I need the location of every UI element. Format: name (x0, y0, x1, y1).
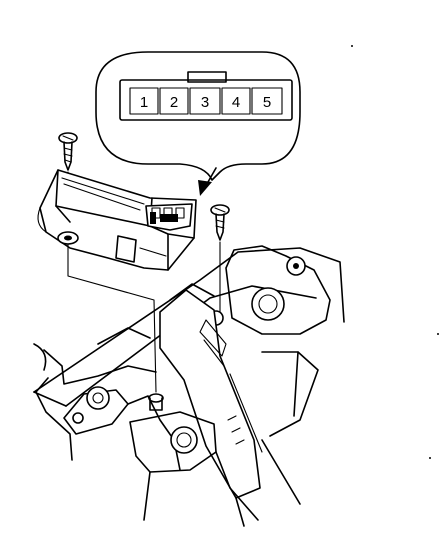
pointer-arrow (198, 167, 217, 196)
pin-label: 5 (263, 94, 271, 111)
pin-label: 2 (170, 94, 178, 111)
connector-pinout-bubble: 1 2 3 4 5 (95, 51, 301, 181)
scan-marks (351, 45, 439, 459)
connector-face: 1 2 3 4 5 (119, 71, 293, 121)
pin-label: 3 (201, 94, 209, 111)
mounting-screw (210, 204, 230, 323)
pin-label: 4 (232, 94, 240, 111)
leader-lines (67, 243, 157, 393)
pin-label: 1 (140, 94, 148, 111)
sensor-unit (37, 169, 197, 271)
vehicle-bracket (33, 245, 345, 527)
